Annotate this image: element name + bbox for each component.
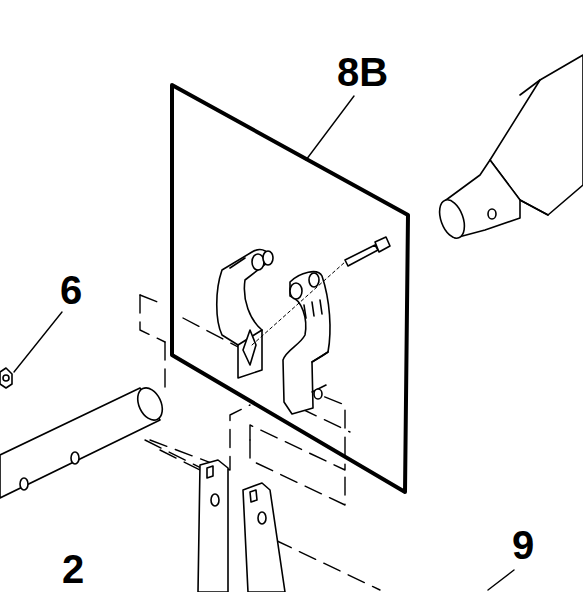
kit-outline: [172, 85, 408, 492]
leader-line: [14, 312, 62, 372]
tube: [0, 384, 167, 498]
leader-line: [488, 570, 514, 590]
callout-number: 9: [512, 525, 534, 565]
mounting-bar: [198, 460, 285, 592]
callout-number: 2: [62, 549, 84, 589]
bolt: [252, 237, 390, 345]
leader-line: [306, 96, 354, 160]
clamp-half: [217, 250, 273, 378]
clamp-half: [283, 272, 330, 414]
callout-number: 6: [60, 270, 82, 310]
nut: [0, 368, 12, 388]
callout-number: 8B: [337, 52, 388, 92]
tube-end-fitting: [435, 55, 583, 242]
